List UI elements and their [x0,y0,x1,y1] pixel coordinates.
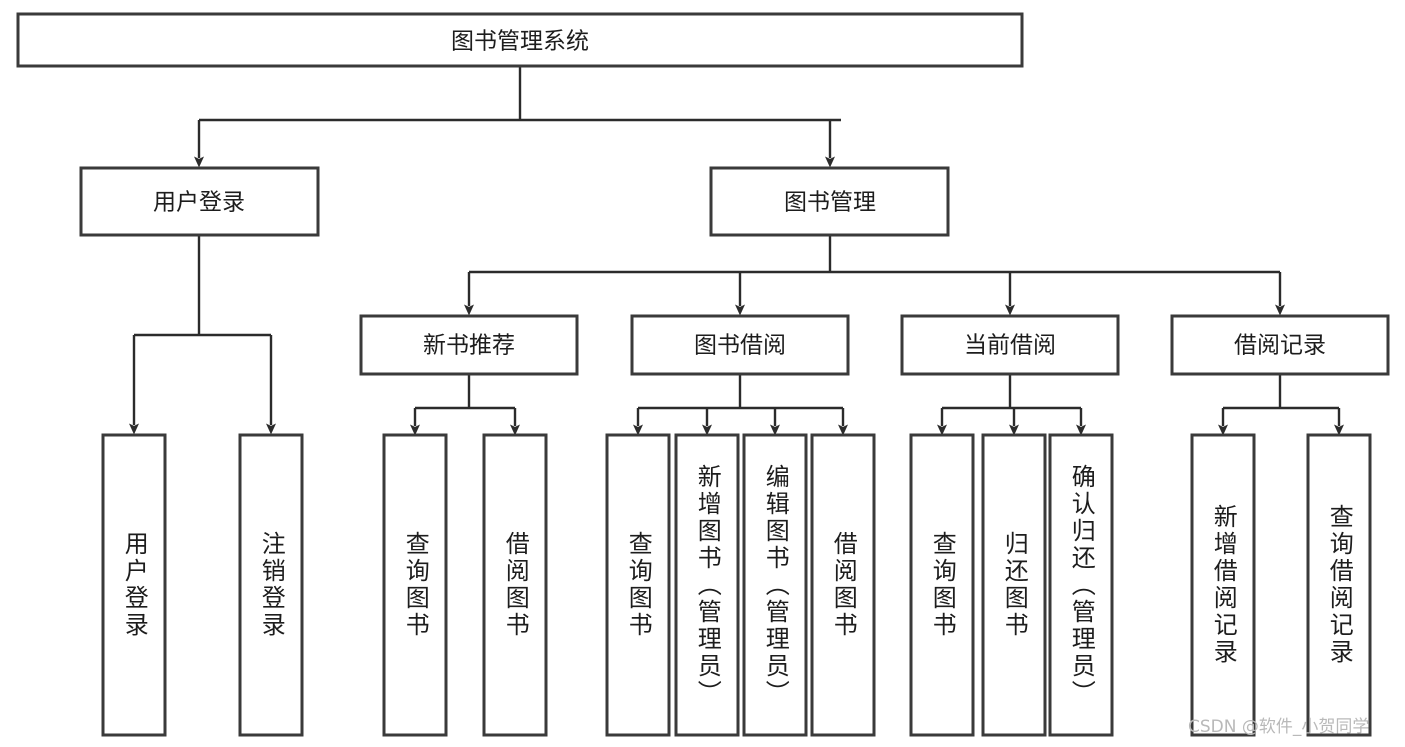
leaf-query-book-1[interactable] [382,433,448,737]
node-book-manage-label: 图书管理 [784,190,876,216]
leaf-return-book[interactable] [981,433,1047,737]
leaf-edit-book-label: 编辑图书（管理员） [761,464,790,707]
leaf-logout[interactable] [238,433,304,737]
node-current-borrow[interactable]: 当前借阅 [900,314,1120,376]
connector-borrowrecord-to-leaves [1218,374,1344,436]
node-book-manage[interactable]: 图书管理 [709,166,950,237]
leaf-add-record[interactable] [1190,433,1256,737]
node-book-borrow-label: 图书借阅 [694,333,786,359]
leaf-add-book[interactable] [674,433,740,737]
leaf-query-book-3-label: 查询图书 [928,531,957,639]
leaf-query-book-1-label: 查询图书 [401,531,430,639]
leaf-confirm-return-label: 确认归还（管理员） [1067,464,1096,707]
leaf-user-login-label: 用户登录 [120,531,149,639]
node-root[interactable]: 图书管理系统 [16,12,1024,68]
node-user-login[interactable]: 用户登录 [79,166,320,237]
leaf-query-book-2-label: 查询图书 [624,531,653,639]
watermark: CSDN @软件_小贺同学 [1188,717,1370,737]
connector-userlogin-to-leaves [129,235,276,435]
leaf-borrow-book-2[interactable] [810,433,876,737]
leaf-confirm-return[interactable] [1048,433,1114,737]
leaf-query-book-2[interactable] [605,433,671,737]
connector-newbook-to-leaves [410,374,520,436]
connector-bookborrow-to-leaves [633,374,848,436]
leaf-borrow-book-1[interactable] [482,433,548,737]
connector-root-to-level2 [194,66,841,168]
node-book-borrow[interactable]: 图书借阅 [630,314,850,376]
leaf-return-book-label: 归还图书 [1000,531,1029,639]
node-current-borrow-label: 当前借阅 [964,333,1056,359]
leaf-add-record-label: 新增借阅记录 [1209,504,1238,666]
leaf-borrow-book-2-label: 借阅图书 [829,531,858,639]
connector-currentborrow-to-leaves [937,374,1086,436]
leaf-borrow-book-1-label: 借阅图书 [501,531,530,639]
node-borrow-record[interactable]: 借阅记录 [1170,314,1390,376]
node-root-label: 图书管理系统 [451,29,589,55]
connector-bookmanage-to-level3 [464,235,1285,316]
leaf-query-record-label: 查询借阅记录 [1325,504,1354,666]
leaf-edit-book[interactable] [742,433,808,737]
node-new-book-recommend-label: 新书推荐 [423,333,515,359]
node-new-book-recommend[interactable]: 新书推荐 [359,314,579,376]
leaf-query-record[interactable] [1306,433,1372,737]
leaf-query-book-3[interactable] [909,433,975,737]
leaf-node-group [101,433,1372,737]
leaf-logout-label: 注销登录 [257,531,286,639]
leaf-add-book-label: 新增图书（管理员） [693,464,722,707]
leaf-user-login[interactable] [101,433,167,737]
node-user-login-label: 用户登录 [153,190,245,216]
node-borrow-record-label: 借阅记录 [1234,333,1326,359]
